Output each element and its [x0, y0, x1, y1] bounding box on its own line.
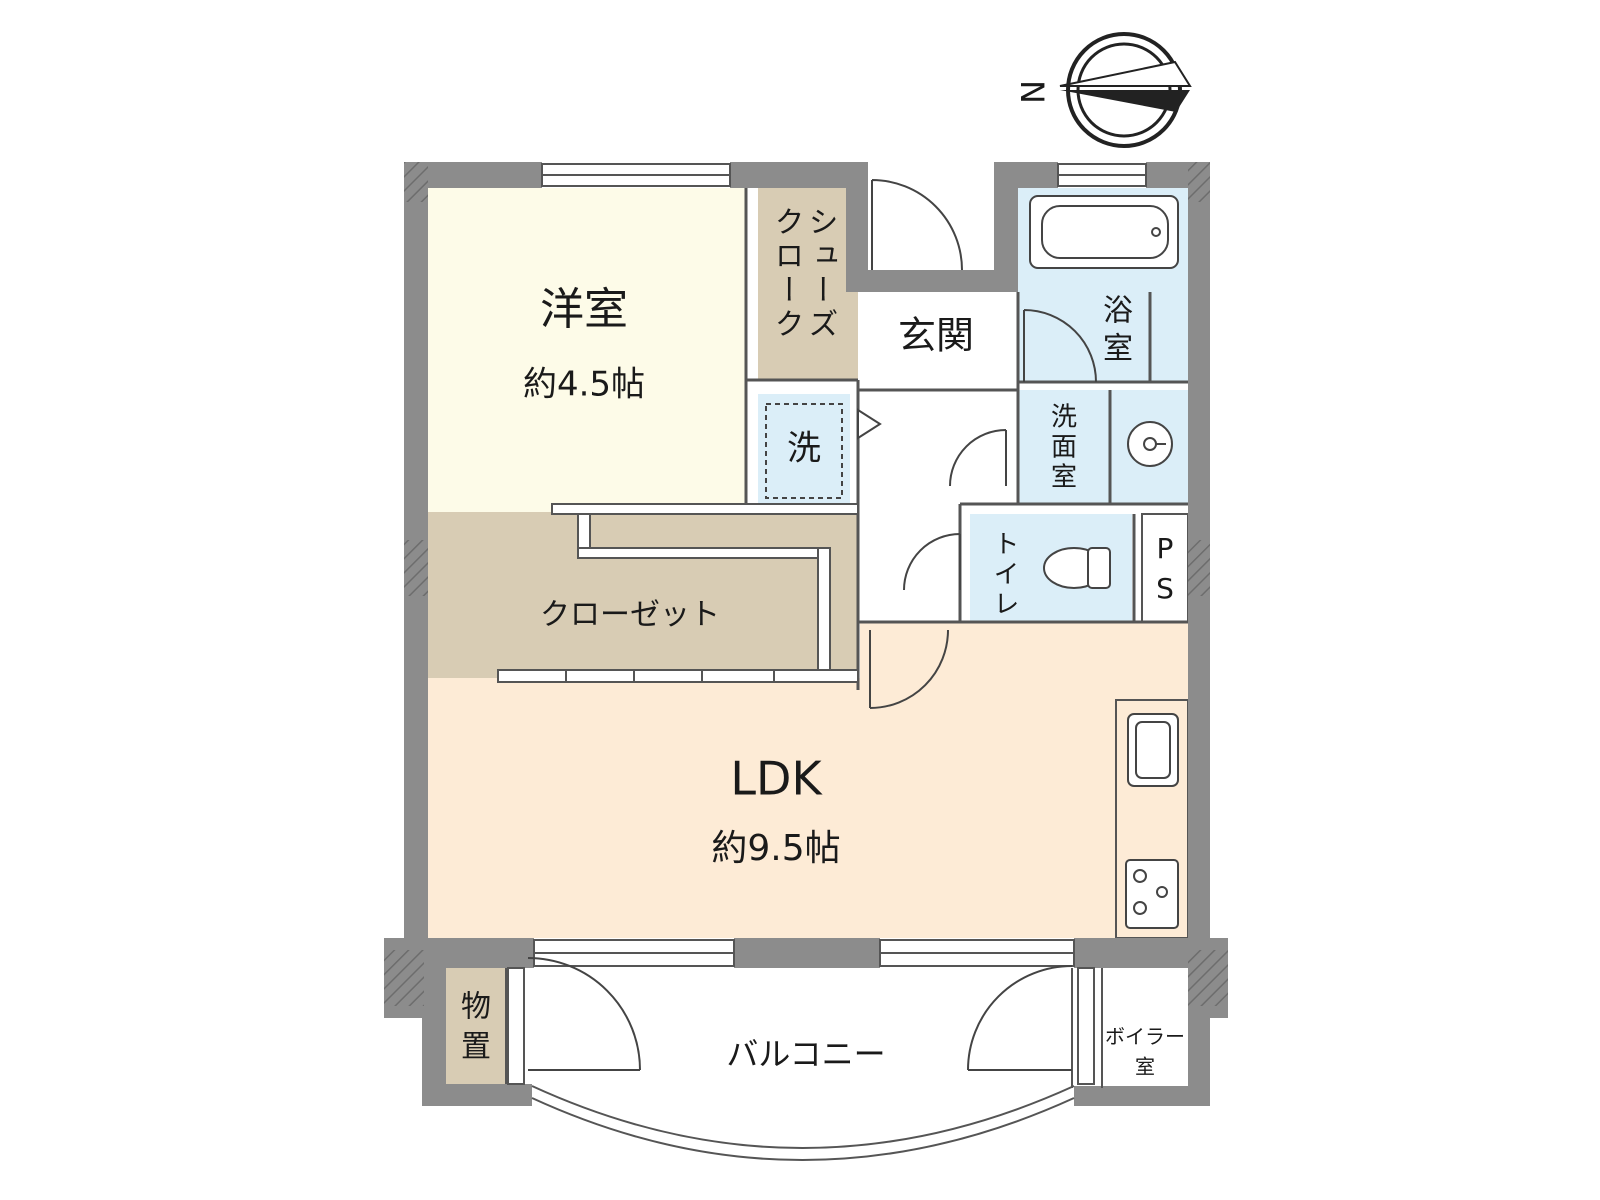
shoe-closet-floor — [758, 188, 858, 380]
storage-name-line2: 置 — [461, 1030, 491, 1065]
closet-walls — [497, 503, 859, 683]
shoe-closet-label-col1: シューズ — [803, 206, 838, 342]
door-hall-washroom — [949, 429, 1007, 487]
wall-top-mid — [730, 162, 868, 188]
balcony-curved-rail — [531, 1085, 1075, 1149]
storage-floor — [446, 968, 506, 1084]
entrance-name: 玄関 — [898, 314, 974, 358]
ps-label-line1: P — [1157, 532, 1174, 565]
western-room-floor — [428, 188, 746, 512]
wall-bottom-b — [734, 938, 880, 968]
compass: N — [1013, 32, 1192, 148]
door-washroom — [1023, 309, 1097, 383]
room-labels: 洋室 約4.5帖 シューズ クローク 玄関 浴 室 洗 洗 面 室 トイレ P … — [461, 206, 1185, 1079]
door-entrance — [871, 179, 963, 271]
compass-north-label: N — [1013, 80, 1051, 104]
wall-bottom-c — [1074, 938, 1210, 968]
entry-step-arrow — [857, 408, 882, 440]
washing-machine-pan-icon — [765, 403, 843, 499]
boiler-name-line1: ボイラー — [1105, 1025, 1185, 1049]
washroom-name-line3: 室 — [1051, 463, 1077, 493]
balcony-name: バルコニー — [726, 1035, 885, 1073]
wall-balcony-left-bottom — [422, 1084, 532, 1106]
closet-name: クローゼット — [540, 598, 720, 633]
closet-floor — [428, 512, 858, 678]
wall-balcony-right-bottom — [1074, 1086, 1210, 1106]
stove-icon — [1125, 859, 1179, 929]
toilet-name: トイレ — [989, 530, 1019, 620]
western-room-size: 約4.5帖 — [523, 365, 645, 405]
balcony-curved-rail-inner — [531, 1097, 1075, 1161]
shoe-closet-label-col2: クローク — [769, 206, 804, 342]
ldk-name: LDK — [730, 752, 823, 806]
western-room-name: 洋室 — [540, 284, 628, 335]
door-toilet — [903, 533, 961, 591]
wall-hatching — [384, 162, 1228, 1006]
door-balcony-left — [527, 957, 641, 1071]
boiler-floor — [1102, 968, 1188, 1086]
door-swings — [527, 179, 1097, 1071]
room-floors — [428, 188, 1189, 1088]
washroom-name-line2: 面 — [1051, 433, 1077, 463]
compass-needle-white — [1059, 60, 1192, 87]
washroom-name-line1: 洗 — [1051, 403, 1077, 433]
windows — [533, 163, 1147, 967]
bath-name-line2: 室 — [1103, 332, 1133, 367]
door-ldk — [869, 629, 949, 709]
boiler-name-line2: 室 — [1135, 1055, 1155, 1079]
fixtures — [765, 195, 1179, 929]
washing-machine-floor — [758, 394, 850, 508]
wall-balcony-left — [422, 938, 446, 1106]
ldk-size: 約9.5帖 — [711, 828, 840, 869]
balcony-walls — [505, 967, 1103, 1088]
wall-top-right-a — [994, 162, 1058, 188]
ps-floor — [1141, 513, 1189, 623]
ldk-floor — [428, 622, 1188, 938]
ps-label-line2: S — [1156, 572, 1174, 605]
door-balcony-right — [967, 965, 1073, 1071]
bath-name-line1: 浴 — [1103, 294, 1133, 329]
compass-needle-black — [1060, 90, 1190, 112]
washing-machine-label: 洗 — [787, 429, 821, 469]
wall-entry-bottom — [846, 270, 1016, 292]
toilet-tank-icon — [1087, 547, 1111, 589]
storage-name-line1: 物 — [461, 990, 491, 1025]
wall-entry-left — [846, 162, 868, 292]
interior-walls — [744, 188, 1188, 690]
entrance-floor — [858, 292, 1018, 390]
